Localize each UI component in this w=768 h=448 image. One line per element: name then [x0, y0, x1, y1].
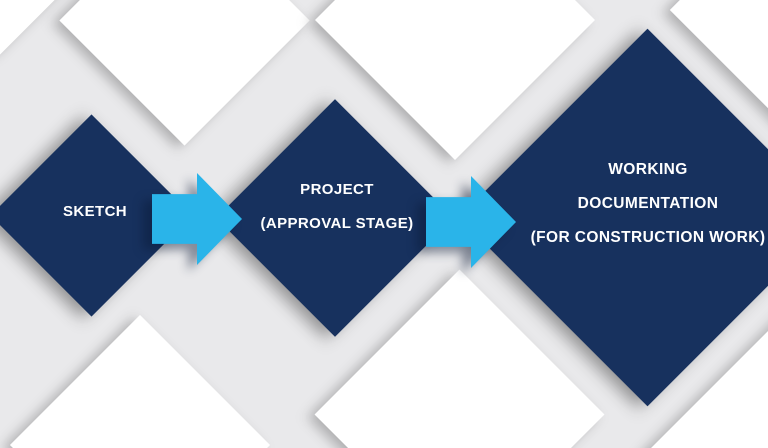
- step-label-line: WORKING: [608, 161, 688, 178]
- step-label-line: (FOR CONSTRUCTION WORK): [530, 229, 766, 246]
- step-label-sketch: SKETCH: [63, 195, 127, 229]
- step-label-line: DOCUMENTATION: [577, 195, 719, 212]
- step-label-working-documentation: WORKING DOCUMENTATION (FOR CONSTRUCTION …: [531, 153, 766, 255]
- step-label-line: SKETCH: [62, 203, 128, 220]
- step-label-project: PROJECT (APPROVAL STAGE): [260, 173, 413, 241]
- right-arrow-icon: [152, 173, 242, 265]
- step-label-line: PROJECT: [300, 181, 374, 198]
- bg-tile: [9, 314, 271, 448]
- right-arrow-icon: [426, 176, 516, 268]
- step-label-line: (APPROVAL STAGE): [260, 215, 414, 232]
